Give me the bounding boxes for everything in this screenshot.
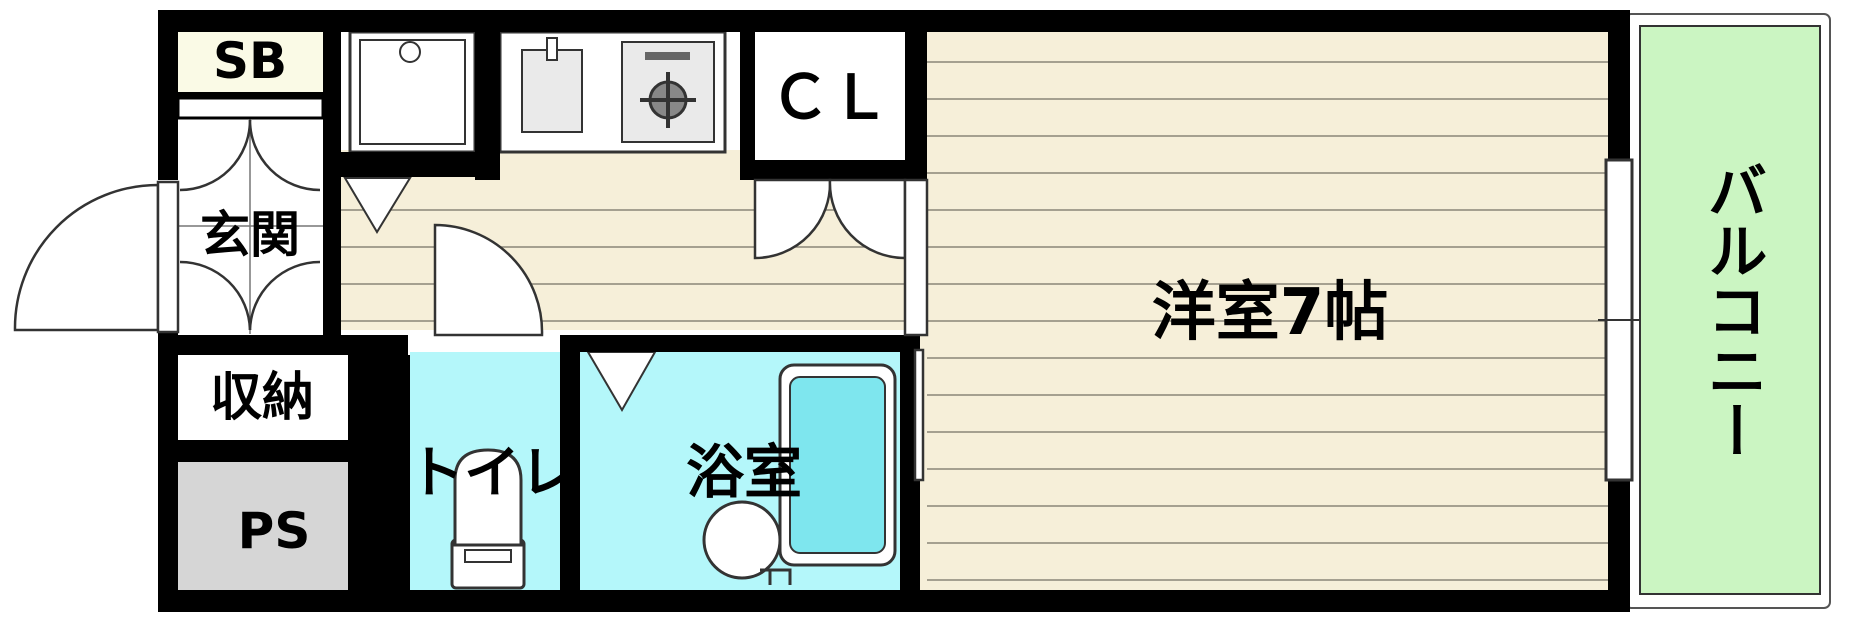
toilet-bowl bbox=[453, 448, 523, 547]
balcony-floor bbox=[1639, 25, 1821, 595]
entrance-label: 玄関 bbox=[200, 206, 300, 264]
corridor-vent-icon bbox=[343, 177, 412, 234]
doors bbox=[13, 119, 929, 482]
faucet-icon bbox=[546, 37, 558, 61]
entrance-tiles bbox=[178, 118, 323, 334]
toilet-label: トイレ bbox=[408, 441, 576, 506]
storage-area bbox=[178, 355, 348, 440]
western-room-label: 洋室7帖 bbox=[1152, 276, 1389, 350]
bathtub-inner bbox=[789, 376, 886, 554]
walls bbox=[158, 10, 1630, 612]
burner-cross bbox=[640, 72, 696, 128]
sb-area bbox=[178, 32, 323, 92]
bathroom-label: 浴室 bbox=[686, 438, 802, 506]
western-room-floor bbox=[920, 28, 1608, 590]
washer-pan-inner bbox=[359, 39, 466, 145]
sb-label: SB bbox=[213, 32, 287, 90]
stove-panel bbox=[645, 52, 690, 60]
bath-basin bbox=[702, 500, 782, 580]
toilet-seat-detail bbox=[464, 549, 512, 563]
bath-faucet bbox=[760, 568, 792, 585]
ps-label: PS bbox=[238, 502, 311, 560]
closet-label: ＣＬ bbox=[770, 63, 890, 133]
storage-label: 収納 bbox=[210, 368, 314, 428]
closet-area bbox=[755, 32, 905, 160]
toilet-tank bbox=[450, 538, 526, 590]
drain-icon bbox=[399, 41, 421, 63]
sink-bowl bbox=[521, 49, 583, 133]
ps-area bbox=[178, 462, 370, 590]
balcony-label: バルコニー bbox=[1697, 160, 1767, 460]
